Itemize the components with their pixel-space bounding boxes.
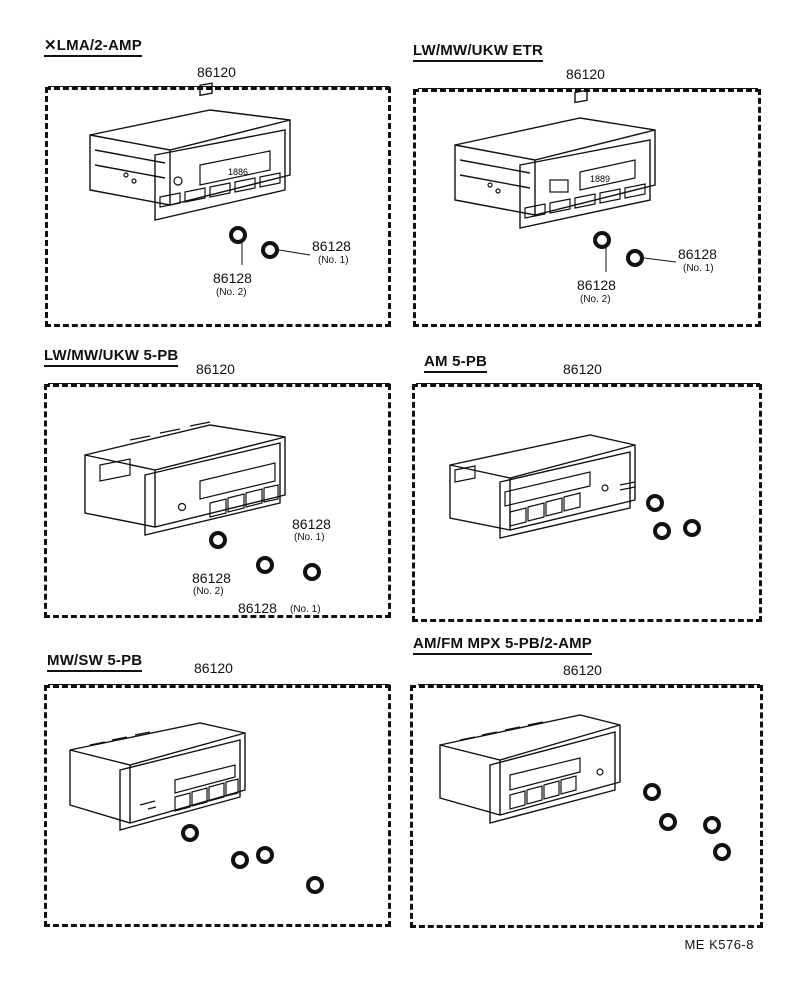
knob-sub-label: (No. 2) bbox=[216, 287, 247, 298]
radio-part-number: 86120 bbox=[566, 66, 605, 82]
radio-unit-illustration: 1886 bbox=[89, 82, 311, 265]
panel-title: ✕LMA/2-AMP bbox=[44, 36, 142, 57]
knob-part-number: 86128 bbox=[577, 277, 616, 293]
radio-unit-illustration: 1889 bbox=[454, 89, 677, 272]
panel-title: MW/SW 5-PB bbox=[47, 652, 143, 672]
dashed-group-frame bbox=[410, 685, 763, 928]
panel-title: AM/FM MPX 5-PB/2-AMP bbox=[413, 635, 593, 655]
radio-part-number: 86120 bbox=[194, 660, 233, 676]
knob-part-number: 86128 bbox=[312, 238, 351, 254]
knob-sub-label: (No. 1) bbox=[290, 604, 321, 615]
knob-sub-label: (No. 1) bbox=[683, 263, 714, 274]
knob-part-number: 86128 bbox=[238, 600, 277, 616]
dashed-group-frame bbox=[412, 384, 762, 622]
panel-title: LW/MW/UKW ETR bbox=[413, 42, 544, 62]
display-readout: 1889 bbox=[590, 174, 610, 184]
display-readout: 1886 bbox=[228, 167, 248, 177]
knob-sub-label: (No. 2) bbox=[580, 294, 611, 305]
knob-sub-label: (No. 1) bbox=[318, 255, 349, 266]
dashed-group-frame bbox=[45, 87, 391, 327]
dashed-group-frame bbox=[44, 384, 391, 618]
radio-part-number: 86120 bbox=[563, 662, 602, 678]
knob-part-number: 86128 bbox=[678, 246, 717, 262]
knob-part-number: 86128 bbox=[192, 570, 231, 586]
radio-unit-illustration bbox=[449, 434, 701, 540]
leader-line bbox=[418, 88, 758, 89]
radio-part-number: 86120 bbox=[197, 64, 236, 80]
knob-sub-label: (No. 2) bbox=[193, 586, 224, 597]
panel-title: LW/MW/UKW 5-PB bbox=[44, 347, 179, 367]
knob-part-number: 86128 bbox=[292, 516, 331, 532]
radio-unit-illustration bbox=[439, 714, 731, 861]
radio-part-number: 86120 bbox=[563, 361, 602, 377]
leader-line bbox=[48, 86, 390, 87]
leader-line bbox=[416, 383, 760, 384]
leader-line bbox=[418, 684, 760, 685]
leader-line bbox=[48, 383, 390, 384]
radio-unit-illustration bbox=[84, 421, 321, 581]
footer-code: ME K576-8 bbox=[684, 937, 754, 952]
knob-part-number: 86128 bbox=[213, 270, 252, 286]
radio-unit-illustration bbox=[69, 722, 324, 894]
dashed-group-frame bbox=[44, 685, 391, 927]
panel-title: AM 5-PB bbox=[424, 353, 488, 373]
knob-sub-label: (No. 1) bbox=[294, 532, 325, 543]
radio-part-number: 86120 bbox=[196, 361, 235, 377]
leader-line bbox=[48, 684, 390, 685]
